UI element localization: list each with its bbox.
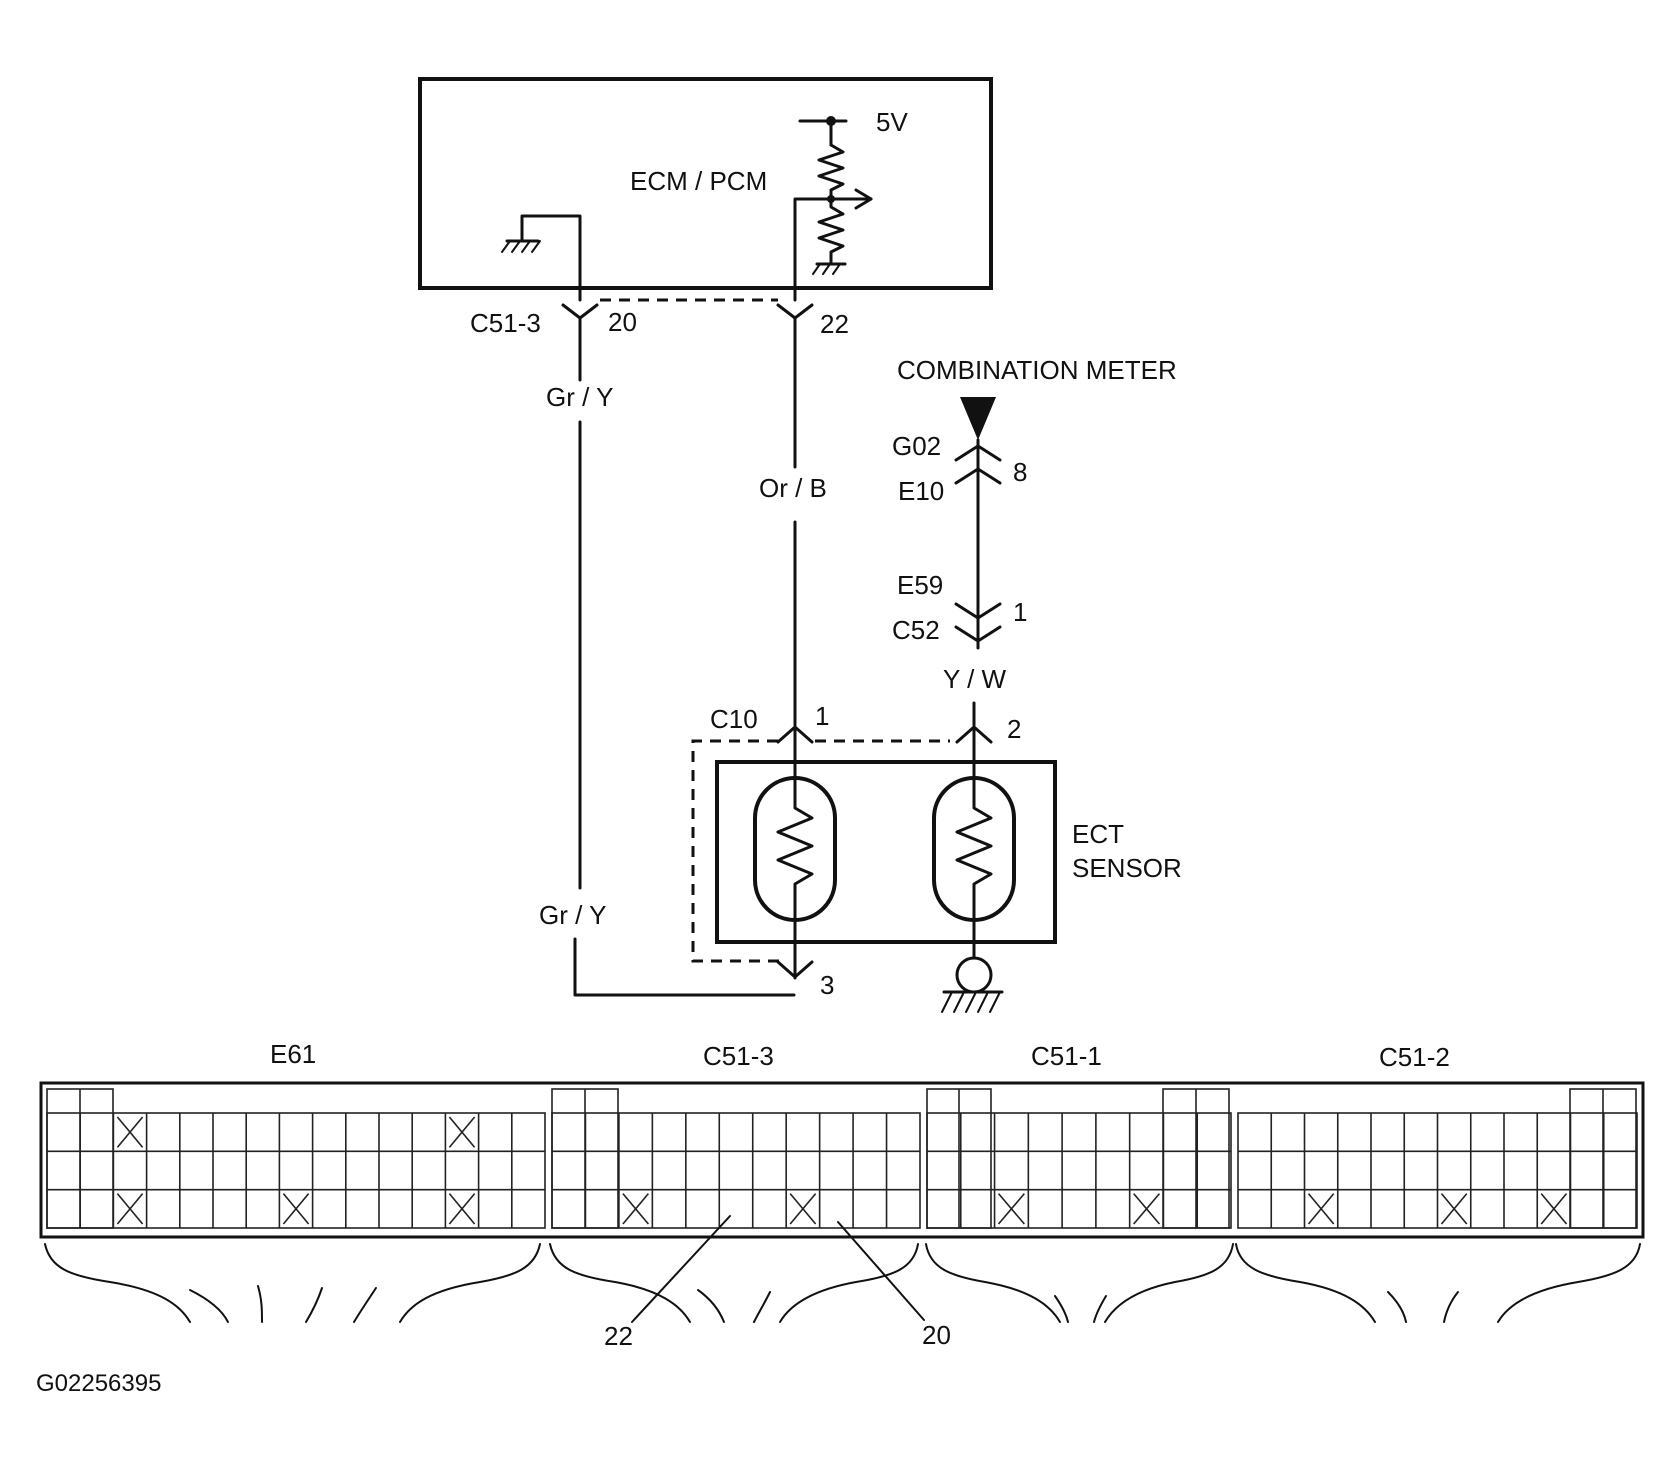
connector-view-label-c51-1: C51-1 [1031, 1041, 1102, 1071]
pullup-resistor-icon [817, 143, 845, 200]
connector-c52-label: C52 [892, 615, 940, 645]
callout-line-22 [631, 1215, 731, 1323]
connector-face-view: E61 C51-3 C51-1 C51-2 [39, 1039, 1645, 1351]
sensor-pin-1-label: 1 [815, 701, 829, 731]
connector-g02-pin-label: 8 [1013, 457, 1027, 487]
connector-c51-2-grid [1237, 1088, 1638, 1229]
connector-e59-label: E59 [897, 570, 943, 600]
combination-meter-label: COMBINATION METER [897, 355, 1177, 385]
pin-22-connector-icon [776, 303, 814, 320]
connector-e10-label: E10 [898, 476, 944, 506]
sensor-pin-3-connector-icon [776, 960, 814, 979]
wire-color-or-b: Or / B [759, 473, 827, 503]
connector-c51-1-blocked-cavity [997, 1193, 1025, 1225]
lower-resistor-icon [817, 197, 845, 264]
ecm-pcm-box [418, 77, 993, 290]
connector-g02-label: G02 [892, 431, 941, 461]
wire-color-gr-y-lower: Gr / Y [539, 900, 606, 930]
signal-wire: Or / B [759, 316, 827, 727]
ecm-pcm-module: ECM / PCM 5V [418, 77, 993, 302]
connector-outer-frame [39, 1081, 1645, 1239]
callout-pin-20: 20 [922, 1320, 951, 1350]
sensor-pin-3-label: 3 [820, 970, 834, 1000]
connector-e59-pin-label: 1 [1013, 597, 1027, 627]
connector-c51-3-blocked-cavity [622, 1193, 649, 1225]
ect-sensor-housing [715, 760, 1057, 944]
callout-pin-22: 22 [604, 1321, 633, 1351]
connector-view-label-c51-3: C51-3 [703, 1041, 774, 1071]
pin-22-label: 22 [820, 309, 849, 339]
ecm-pcm-label: ECM / PCM [630, 166, 767, 196]
connector-c51-3-grid [551, 1088, 921, 1229]
connector-brackets [44, 1243, 1641, 1323]
connector-c52-icon [954, 625, 1002, 643]
sensor-connector-c10-label: C10 [710, 704, 758, 734]
ground-return-wire: Gr / Y Gr / Y [539, 316, 796, 997]
figure-id: G02256395 [36, 1370, 161, 1397]
callout-line-20 [837, 1221, 925, 1321]
combination-meter-branch: COMBINATION METER G02 E10 8 E59 C52 1 Y … [892, 355, 1177, 727]
meter-arrow-icon [960, 397, 996, 440]
connector-e61-blocked-cavity [282, 1193, 310, 1225]
ecm-internal-ground-icon [501, 214, 582, 302]
connector-c51-2-blocked-cavity [1440, 1193, 1468, 1225]
ect-sensor: C10 1 2 ECT SENSOR 3 [691, 701, 1182, 1013]
connector-view-label-e61: E61 [270, 1039, 316, 1069]
sense-arrow-icon [854, 188, 873, 210]
ect-sensor-label-line1: ECT [1072, 819, 1124, 849]
pin-20-connector-icon [561, 303, 599, 320]
connector-c51-3-frame [551, 1112, 921, 1229]
body-ground-icon [941, 956, 1004, 1013]
connector-e10-icon [954, 467, 1002, 485]
connector-e61-frame [46, 1112, 546, 1229]
supply-voltage-label: 5V [876, 107, 908, 137]
wire-color-gr-y-upper: Gr / Y [546, 382, 613, 412]
ect-sensor-label-line2: SENSOR [1072, 853, 1182, 883]
connector-g02-icon [954, 444, 1002, 462]
sensor-pin-2-label: 2 [1007, 714, 1021, 744]
wire-color-y-w: Y / W [943, 664, 1007, 694]
connector-e61-blocked-cavity [116, 1116, 144, 1148]
ecm-reference-circuit: 5V [793, 107, 908, 302]
connector-c51-3-label: C51-3 [470, 308, 541, 338]
connector-e61-blocked-cavity [448, 1116, 476, 1148]
connector-e61-grid [46, 1088, 546, 1229]
connector-c51-1-frame [926, 1112, 1232, 1229]
connector-c51-1-blocked-cavity [1133, 1193, 1161, 1225]
connector-c51-2-blocked-cavity [1540, 1193, 1568, 1225]
connector-c51-1-grid [926, 1088, 1232, 1229]
connector-e61-blocked-cavity [116, 1193, 144, 1225]
connector-e59-icon [954, 602, 1002, 620]
connector-e61-blocked-cavity [448, 1193, 476, 1225]
connector-c51-2-blocked-cavity [1307, 1193, 1335, 1225]
pin-20-label: 20 [608, 307, 637, 337]
connector-c51-3-blocked-cavity [789, 1193, 817, 1225]
ecm-connector-c51-3: C51-3 20 22 [470, 298, 849, 339]
connector-view-label-c51-2: C51-2 [1379, 1042, 1450, 1072]
